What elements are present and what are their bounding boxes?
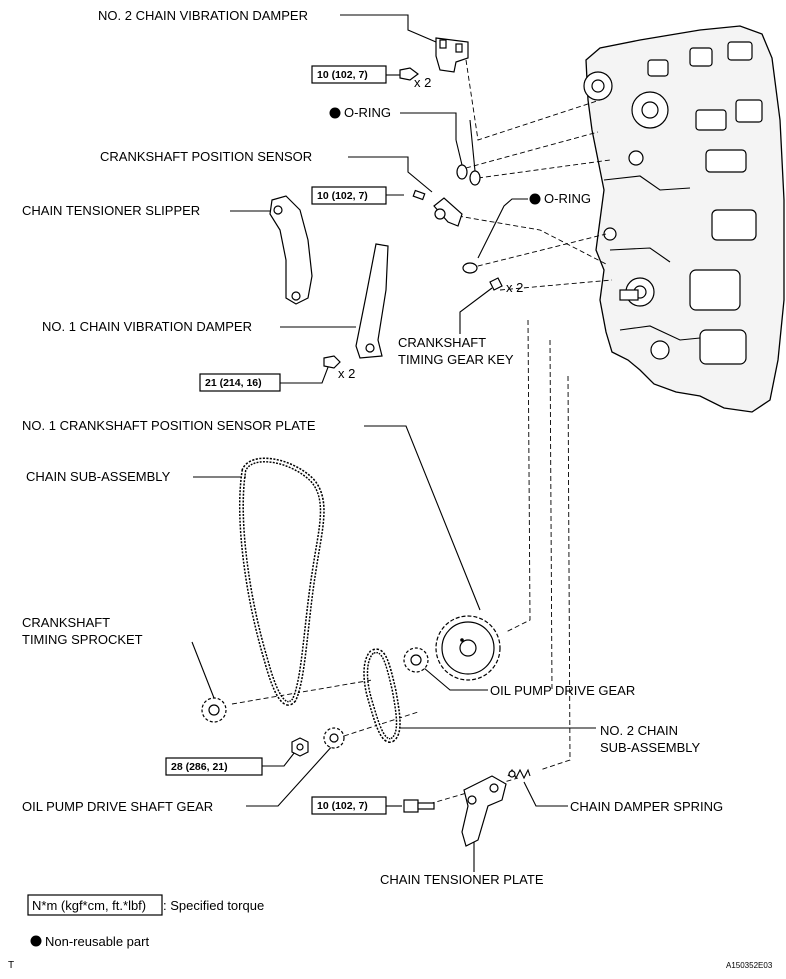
label-gear-key-1: CRANKSHAFT <box>398 335 486 350</box>
label-gear-key-2: TIMING GEAR KEY <box>398 352 514 367</box>
o-ring-top <box>455 119 481 186</box>
svg-text:10 (102, 7): 10 (102, 7) <box>317 800 368 812</box>
oil-pump-drive-shaft-gear <box>323 727 345 749</box>
bolts-no1-damper <box>323 355 341 369</box>
chain-sub-assembly <box>238 457 325 706</box>
label-sensor-plate: NO. 1 CRANKSHAFT POSITION SENSOR PLATE <box>22 418 316 433</box>
crankshaft-timing-sprocket <box>201 697 227 723</box>
svg-text:O-RING: O-RING <box>544 191 591 206</box>
no2-chain-sub-assembly <box>363 648 401 743</box>
svg-text:10 (102, 7): 10 (102, 7) <box>317 190 368 202</box>
qty-2: x 2 <box>506 280 523 295</box>
bolt-tensioner-plate <box>403 799 435 813</box>
label-sprocket-2: TIMING SPROCKET <box>22 632 143 647</box>
label-tensioner-slipper: CHAIN TENSIONER SLIPPER <box>22 203 200 218</box>
chain-damper-spring <box>507 768 531 780</box>
o-ring-mid <box>462 262 478 274</box>
torque-specs: 10 (102, 7) x 2 10 (102, 7) x 2 21 (214,… <box>165 65 523 815</box>
label-no2-damper: NO. 2 CHAIN VIBRATION DAMPER <box>98 8 308 23</box>
torque-box-3: 21 (214, 16) <box>199 373 281 392</box>
filled-circle-icon <box>529 193 541 205</box>
svg-text:28 (286, 21): 28 (286, 21) <box>171 761 228 773</box>
torque-box-2: 10 (102, 7) <box>311 186 387 205</box>
bolt-no2-damper <box>399 67 419 81</box>
label-chain-sub: CHAIN SUB-ASSEMBLY <box>26 469 171 484</box>
label-pump-shaft-gear: OIL PUMP DRIVE SHAFT GEAR <box>22 799 213 814</box>
svg-text:21 (214, 16): 21 (214, 16) <box>205 377 262 389</box>
legend: N*m (kgf*cm, ft.*lbf) : Specified torque… <box>27 894 264 949</box>
label-pump-gear: OIL PUMP DRIVE GEAR <box>490 683 635 698</box>
qty-3: x 2 <box>338 366 355 381</box>
labels: NO. 2 CHAIN VIBRATION DAMPER O-RING CRAN… <box>22 8 723 887</box>
label-damper-spring: CHAIN DAMPER SPRING <box>570 799 723 814</box>
no1-chain-vibration-damper <box>355 243 389 359</box>
corner-left-mark: T <box>8 960 14 971</box>
label-no2-chain-2: SUB-ASSEMBLY <box>600 740 701 755</box>
legend-torque-box <box>27 894 163 916</box>
crankshaft-position-sensor <box>412 189 463 227</box>
svg-text:10 (102, 7): 10 (102, 7) <box>317 69 368 81</box>
torque-box-1: 10 (102, 7) <box>311 65 387 84</box>
label-crank-sensor: CRANKSHAFT POSITION SENSOR <box>100 149 312 164</box>
nut-28 <box>291 737 309 757</box>
no2-chain-vibration-damper <box>435 37 469 73</box>
label-o-ring-mid: O-RING <box>529 191 591 206</box>
crankshaft-timing-gear-key <box>489 277 503 291</box>
leader-lines <box>191 14 596 872</box>
figure-code: A150352E03 <box>726 961 773 970</box>
engine-block <box>583 25 785 413</box>
label-tensioner-plate: CHAIN TENSIONER PLATE <box>380 872 544 887</box>
legend-nonreusable: Non-reusable part <box>45 934 149 949</box>
legend-torque-desc: : Specified torque <box>163 898 264 913</box>
crankshaft-position-sensor-plate <box>435 615 501 681</box>
label-o-ring-top: O-RING <box>329 105 391 120</box>
label-sprocket-1: CRANKSHAFT <box>22 615 110 630</box>
label-no1-damper: NO. 1 CHAIN VIBRATION DAMPER <box>42 319 252 334</box>
chain-tensioner-slipper <box>269 195 313 305</box>
oil-pump-drive-gear <box>403 647 429 673</box>
legend-torque-units: N*m (kgf*cm, ft.*lbf) <box>32 898 146 913</box>
torque-box-4: 28 (286, 21) <box>165 757 263 776</box>
chain-tensioner-plate <box>461 775 507 847</box>
torque-box-5: 10 (102, 7) <box>311 796 387 815</box>
filled-circle-icon <box>329 107 341 119</box>
qty-1: x 2 <box>414 75 431 90</box>
label-no2-chain-1: NO. 2 CHAIN <box>600 723 678 738</box>
svg-text:O-RING: O-RING <box>344 105 391 120</box>
filled-circle-icon <box>30 935 42 947</box>
